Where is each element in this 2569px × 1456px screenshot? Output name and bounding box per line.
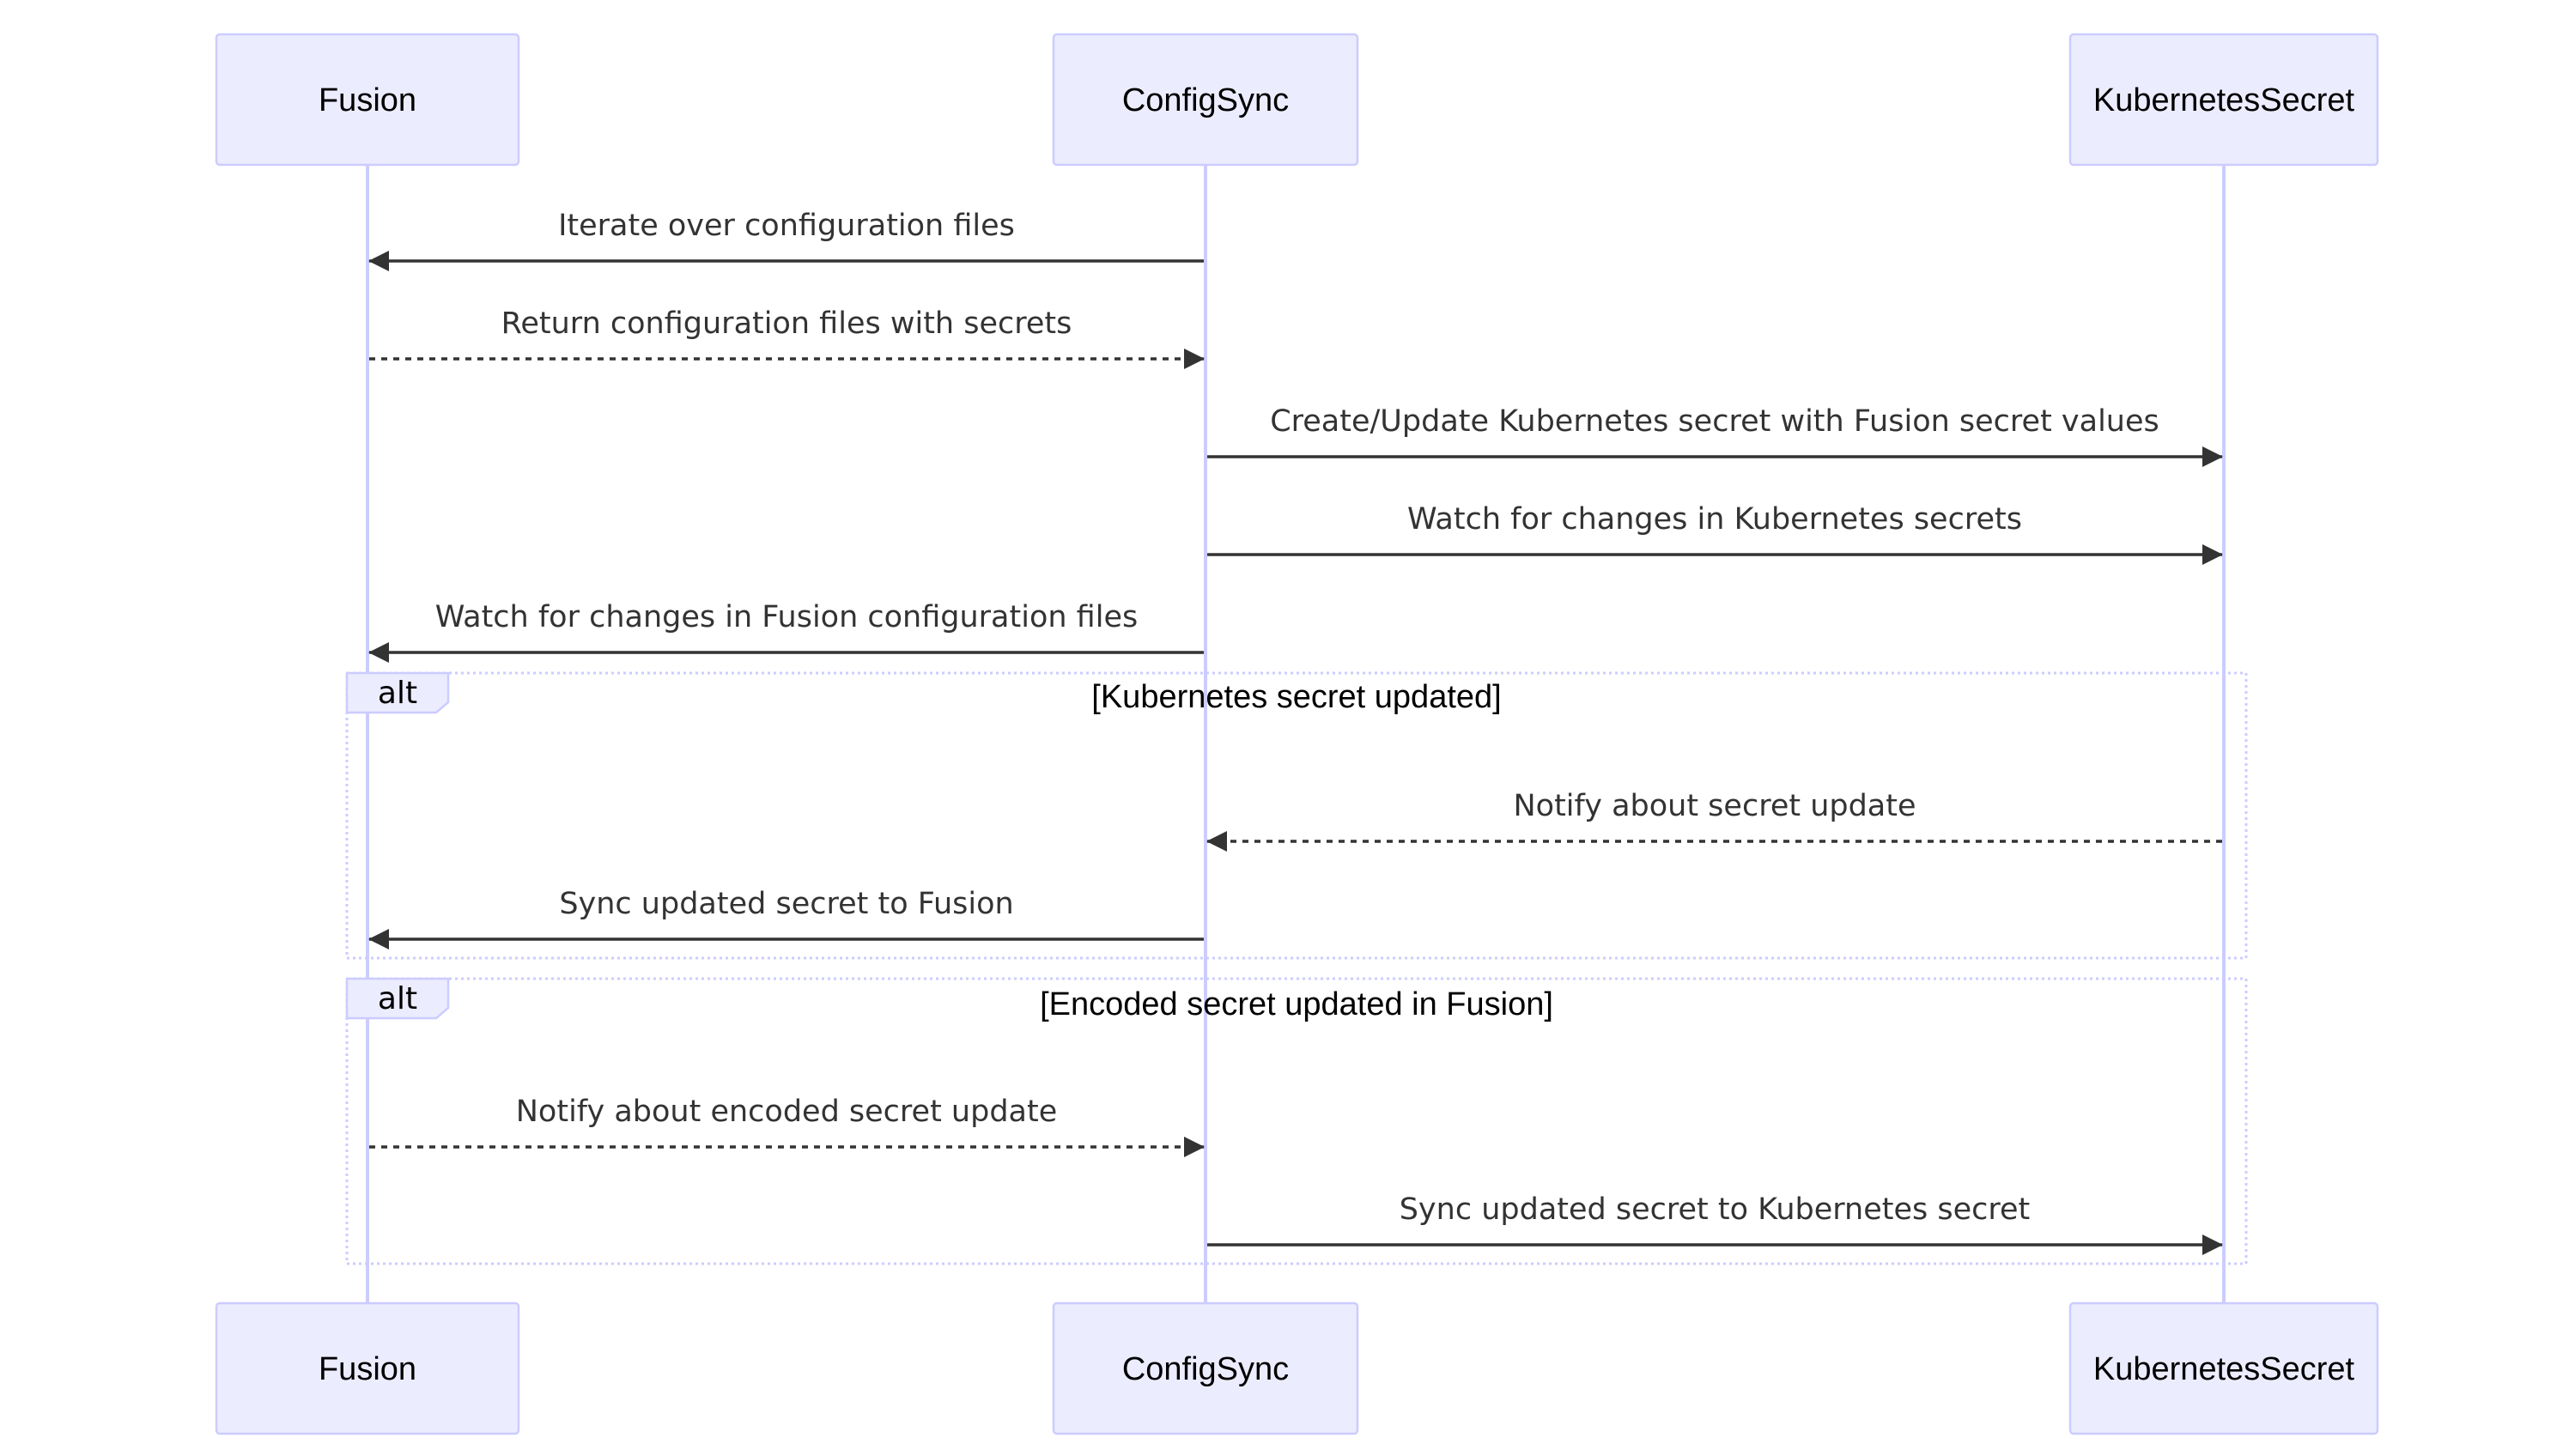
alt-frame-condition: [Encoded secret updated in Fusion] (1040, 986, 1553, 1022)
alt-frames: alt [Kubernetes secret updated] alt [Encode… (345, 671, 2248, 1265)
actor-label: Fusion (319, 82, 416, 118)
message: Notify about encoded secret update (369, 1095, 1205, 1157)
actor-label: ConfigSync (1122, 82, 1289, 118)
message: Sync updated secret to Kubernetes secret (1207, 1192, 2223, 1255)
message-label: Return configuration files with secrets (501, 306, 1072, 341)
alt-frame-label: alt (378, 676, 417, 711)
message: Create/Update Kubernetes secret with Fus… (1207, 404, 2223, 467)
actor-label: KubernetesSecret (2093, 82, 2355, 118)
message: Watch for changes in Kubernetes secrets (1207, 502, 2223, 565)
actor-kubernetessecret-top: KubernetesSecret (2068, 33, 2379, 167)
actor-label: ConfigSync (1122, 1351, 1289, 1387)
actor-box (215, 33, 520, 167)
actor-fusion-top: Fusion (215, 33, 520, 167)
alt-frame-border (345, 671, 2248, 960)
message-label: Iterate over configuration files (558, 209, 1015, 243)
message-label: Notify about secret update (1513, 789, 1916, 823)
message-label: Notify about encoded secret update (516, 1095, 1058, 1129)
actor-box (215, 1301, 520, 1435)
message: Return configuration files with secrets (369, 306, 1205, 369)
alt-frame-label: alt (378, 981, 417, 1016)
actor-box (2068, 33, 2379, 167)
actors: FusionFusionConfigSyncConfigSyncKubernet… (215, 33, 2379, 1435)
actor-configsync-top: ConfigSync (1052, 33, 1359, 167)
actor-label: Fusion (319, 1351, 416, 1387)
alt-frame: alt [Encoded secret updated in Fusion] (345, 977, 2248, 1265)
actor-box (1052, 33, 1359, 167)
actor-box (1052, 1301, 1359, 1435)
alt-frame-tab (345, 671, 450, 714)
message-label: Create/Update Kubernetes secret with Fus… (1270, 404, 2159, 439)
message: Notify about secret update (1206, 789, 2222, 852)
lifelines (366, 165, 2226, 1303)
actor-box (2068, 1301, 2379, 1435)
alt-frame-border (345, 977, 2248, 1265)
message-label: Watch for changes in Fusion configuratio… (435, 600, 1138, 634)
actor-configsync-bottom: ConfigSync (1052, 1301, 1359, 1435)
actor-label: KubernetesSecret (2093, 1351, 2355, 1387)
message-label: Sync updated secret to Fusion (559, 887, 1013, 921)
message-label: Watch for changes in Kubernetes secrets (1407, 502, 2022, 537)
message: Sync updated secret to Fusion (368, 887, 1204, 949)
actor-fusion-bottom: Fusion (215, 1301, 520, 1435)
message: Iterate over configuration files (368, 209, 1204, 271)
alt-frame-condition: [Kubernetes secret updated] (1091, 679, 1501, 715)
message: Watch for changes in Fusion configuratio… (368, 600, 1204, 663)
alt-frame: alt [Kubernetes secret updated] (345, 671, 2248, 960)
actor-kubernetessecret-bottom: KubernetesSecret (2068, 1301, 2379, 1435)
message-label: Sync updated secret to Kubernetes secret (1400, 1192, 2031, 1227)
alt-frame-tab (345, 977, 450, 1020)
